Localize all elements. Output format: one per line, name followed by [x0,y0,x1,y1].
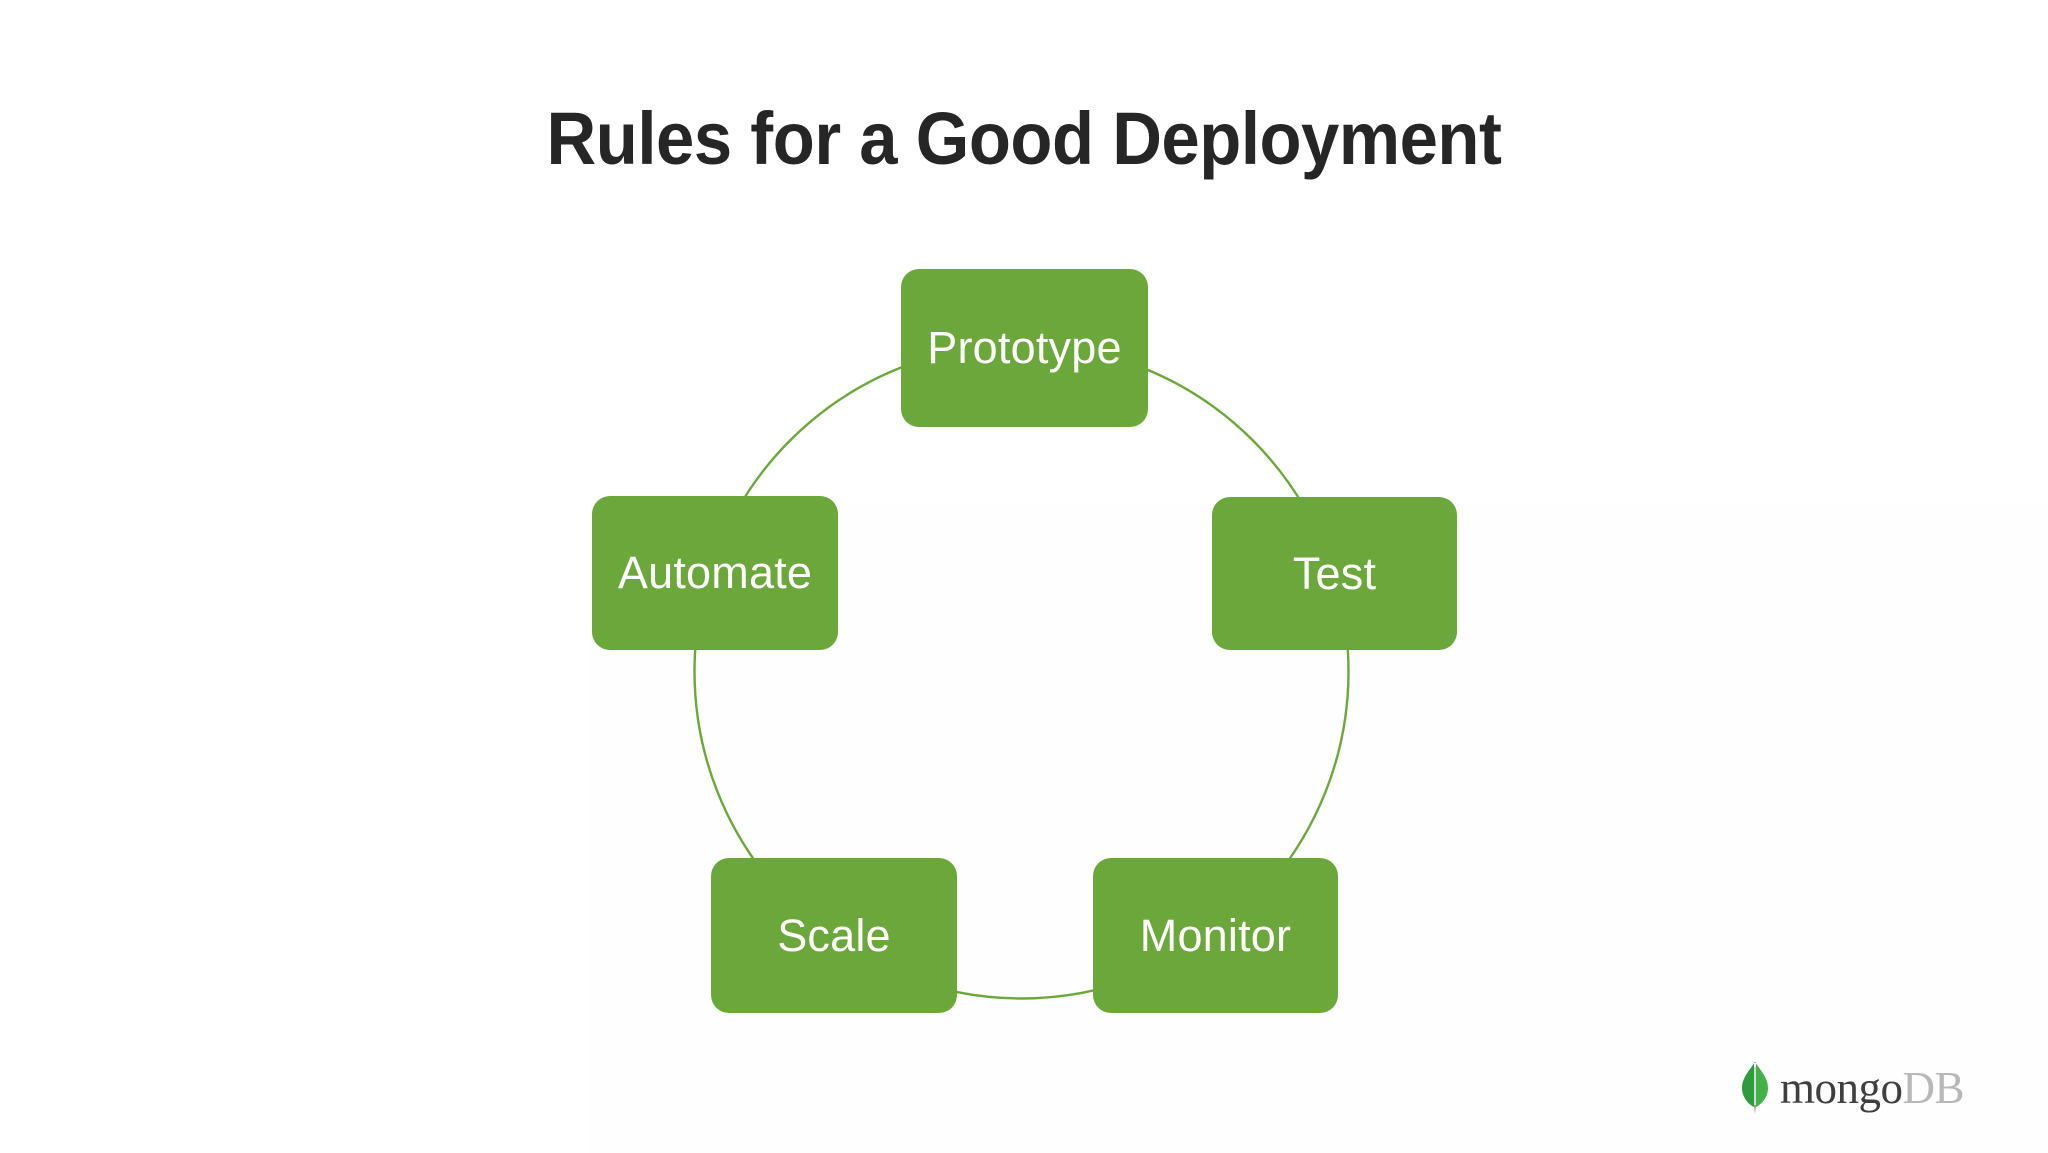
cycle-node-label: Automate [617,547,813,598]
mongodb-logo: mongo DB [1738,1059,1965,1117]
cycle-node-label: Scale [777,909,891,961]
cycle-node-prototype[interactable]: Prototype [901,269,1148,427]
cycle-node-label: Monitor [1139,909,1292,961]
cycle-node-monitor[interactable]: Monitor [1093,858,1338,1013]
mongodb-wordmark-secondary: DB [1902,1063,1965,1113]
cycle-node-label: Test [1292,547,1377,599]
cycle-node-label: Prototype [927,322,1122,373]
mongodb-wordmark-primary: mongo [1780,1063,1903,1113]
page-title: Rules for a Good Deployment [546,97,1502,180]
cycle-node-scale[interactable]: Scale [711,858,957,1013]
mongodb-leaf-icon [1738,1061,1772,1115]
cycle-node-automate[interactable]: Automate [592,496,838,650]
cycle-node-test[interactable]: Test [1212,497,1457,650]
